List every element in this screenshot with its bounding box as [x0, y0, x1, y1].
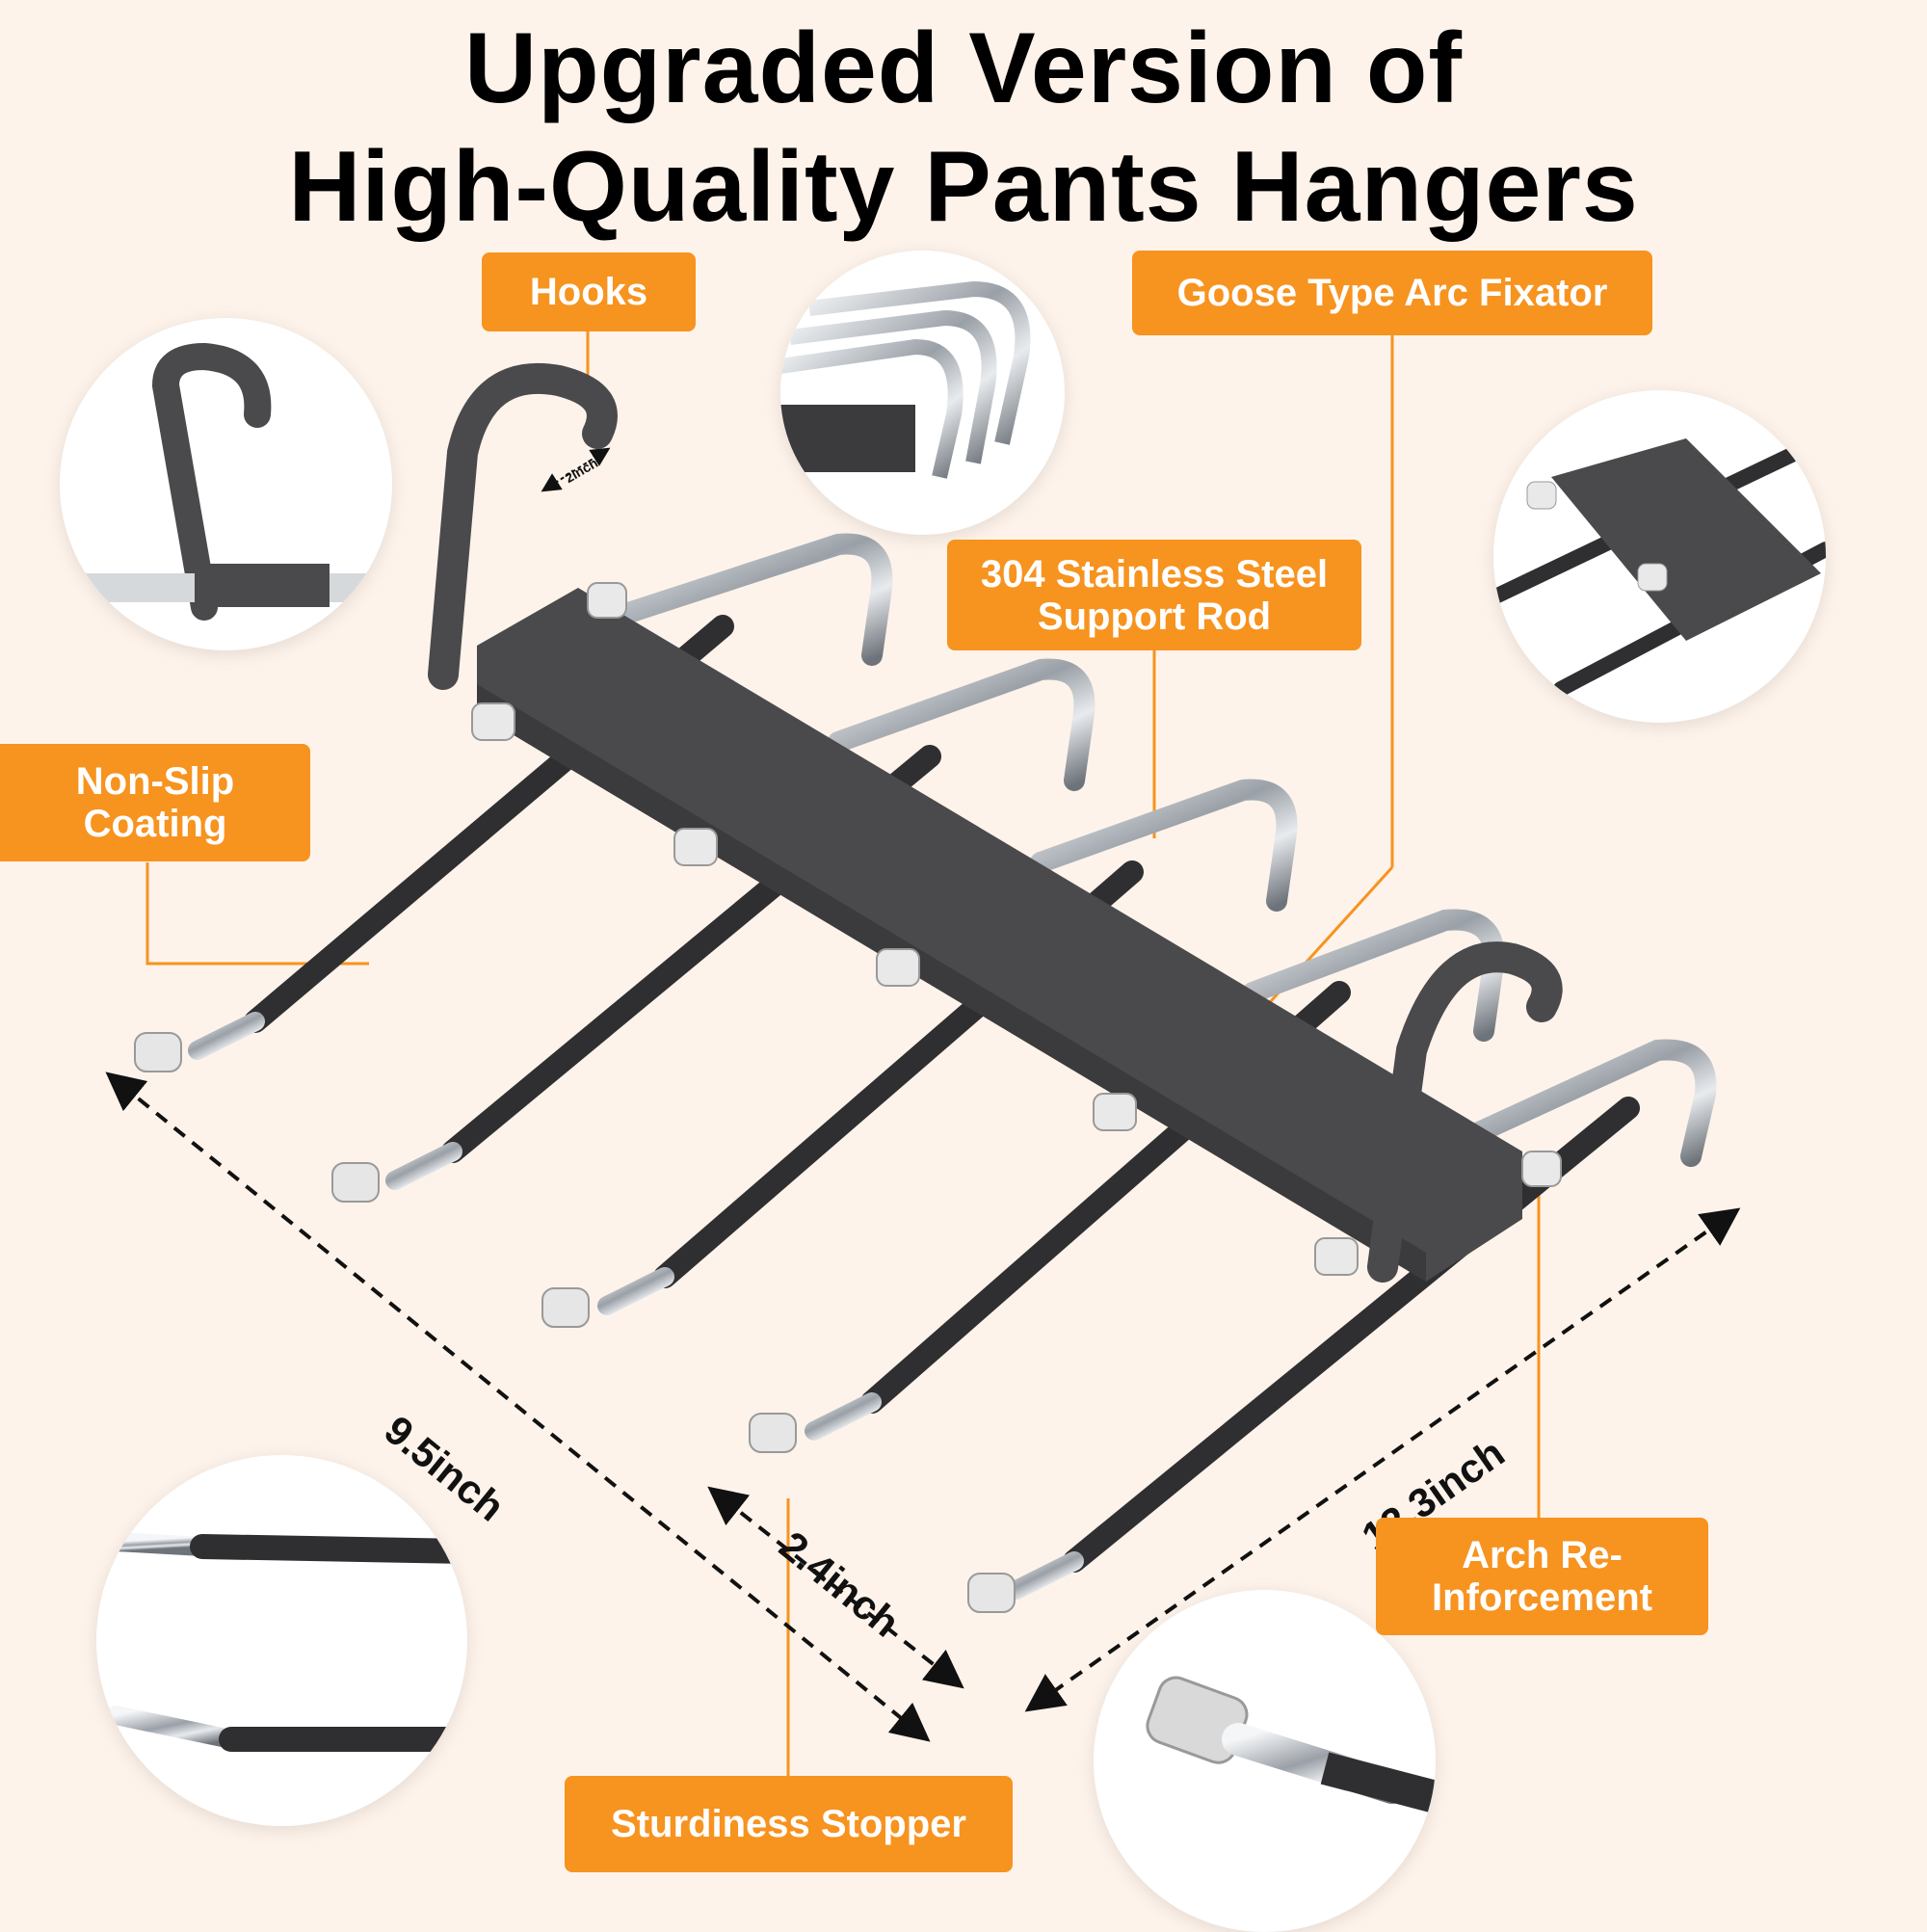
detail-circle-fixator: [1493, 390, 1826, 723]
main-bar: [477, 588, 1522, 1282]
label-hooks: Hooks: [482, 252, 696, 331]
label-stainless-steel-rod: 304 Stainless Steel Support Rod: [947, 540, 1361, 650]
label-sturdiness-stopper: Sturdiness Stopper: [565, 1776, 1013, 1872]
hook-left: [428, 362, 618, 690]
length-dimension-line: [105, 1072, 931, 1742]
depth-dimension-line: [1024, 1207, 1741, 1712]
hook-right: [1367, 941, 1563, 1283]
label-arch-reinforcement: Arch Re- Inforcement: [1376, 1518, 1708, 1635]
detail-circle-end-cap: [1094, 1590, 1436, 1932]
label-non-slip-coating: Non-Slip Coating: [0, 744, 310, 861]
support-rods: [606, 533, 1717, 1167]
spacing-dimension-line: [707, 1486, 964, 1689]
page-title-line1: Upgraded Version of: [463, 13, 1464, 124]
detail-circle-arc-loops: [780, 251, 1065, 535]
detail-circle-rod-coating: [96, 1455, 467, 1826]
detail-circle-hook: [60, 318, 392, 650]
label-goose-type-arc-fixator: Goose Type Arc Fixator: [1132, 251, 1652, 335]
page-title-line2: High-Quality Pants Hangers: [288, 131, 1639, 243]
stoppers: [471, 582, 1562, 1276]
